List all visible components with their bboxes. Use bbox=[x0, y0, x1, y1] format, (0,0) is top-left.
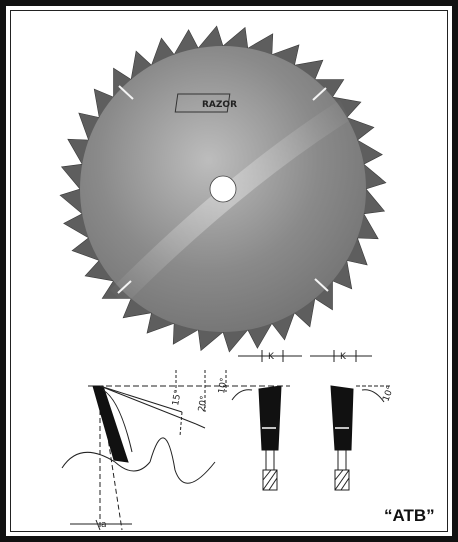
blade-bore-hole bbox=[209, 175, 237, 203]
angle-10-right-label: 10° bbox=[381, 385, 396, 403]
expansion-slot-bottom-right bbox=[314, 278, 329, 292]
angle-20-label: 20° bbox=[197, 395, 210, 412]
angle-10-left-label: 10° bbox=[217, 377, 230, 394]
blade-logo: RAZOR bbox=[174, 93, 237, 113]
tooth-geometry-diagram bbox=[61, 370, 290, 531]
blade-logo-text: RAZOR bbox=[202, 100, 237, 110]
blade-sheen bbox=[110, 100, 350, 305]
angle-a-label: a bbox=[101, 520, 107, 530]
inner-frame bbox=[10, 10, 448, 532]
atb-badge: “ATB” bbox=[384, 506, 435, 525]
saw-blade: RAZOR bbox=[59, 25, 387, 353]
k-left-label: K bbox=[268, 352, 275, 362]
expansion-slot-top-left bbox=[118, 85, 134, 100]
k-right-label: K bbox=[340, 352, 347, 362]
expansion-slot-bottom-left bbox=[117, 280, 132, 294]
tooth-cross-sections bbox=[231, 350, 392, 491]
angle-15-label: 15° bbox=[171, 389, 184, 406]
expansion-slot-top-right bbox=[312, 87, 327, 101]
